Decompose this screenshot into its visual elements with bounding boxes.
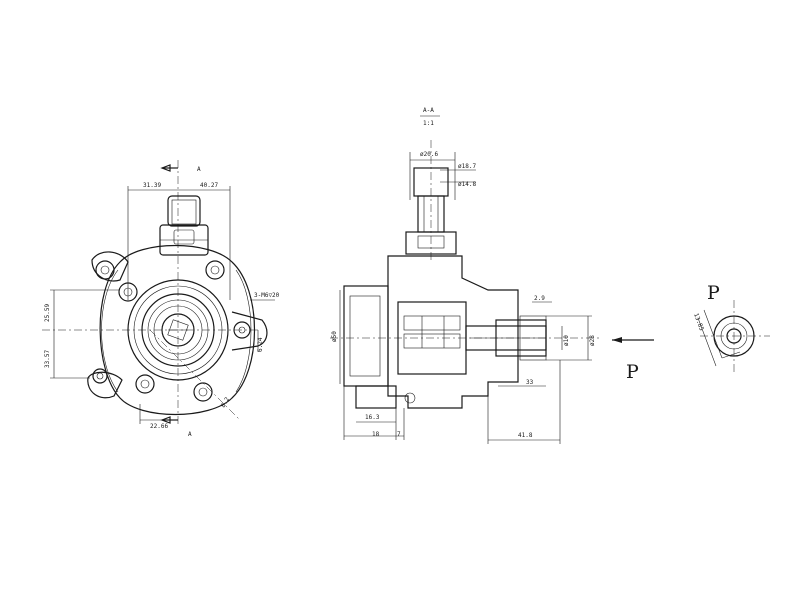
dim-41-8: 41.8 <box>518 432 533 439</box>
dim-25-59: 25.59 <box>44 304 51 322</box>
dim-33-57: 33.57 <box>44 350 51 368</box>
dim-6-24: 6.24 <box>257 337 264 352</box>
dim-thread: 3-M6▽20 <box>254 292 280 299</box>
dim-8-2: 8.2 <box>220 396 232 409</box>
dim-7: 7 <box>397 431 401 438</box>
dim-d10: ø10 <box>563 335 570 346</box>
section-mark-bottom: A <box>188 431 192 438</box>
dim-d18-7: ø18.7 <box>458 163 476 170</box>
dim-31-39: 31.39 <box>143 182 161 189</box>
section-scale: 1:1 <box>423 120 434 127</box>
dim-22-66: 22.66 <box>150 423 168 430</box>
section-view <box>330 140 600 444</box>
dim-d28: ø28 <box>589 335 596 346</box>
dim-2-9: 2.9 <box>534 295 545 302</box>
dim-40-27: 40.27 <box>200 182 218 189</box>
dim-33: 33 <box>526 379 534 386</box>
section-title: A-A <box>423 107 434 114</box>
section-mark-top: A <box>197 166 201 173</box>
dim-13-85: 13.85 <box>692 312 705 332</box>
dim-d14-8: ø14.8 <box>458 181 476 188</box>
view-arrow-label-p: P <box>626 361 639 383</box>
front-view <box>42 160 275 425</box>
view-label-p: P <box>707 282 720 304</box>
dim-d20-6: ø20.6 <box>420 151 438 158</box>
dim-d50: ø50 <box>331 331 338 342</box>
p-view <box>612 300 770 374</box>
dim-18: 18 <box>372 431 380 438</box>
dim-16-3: 16.3 <box>365 414 380 421</box>
